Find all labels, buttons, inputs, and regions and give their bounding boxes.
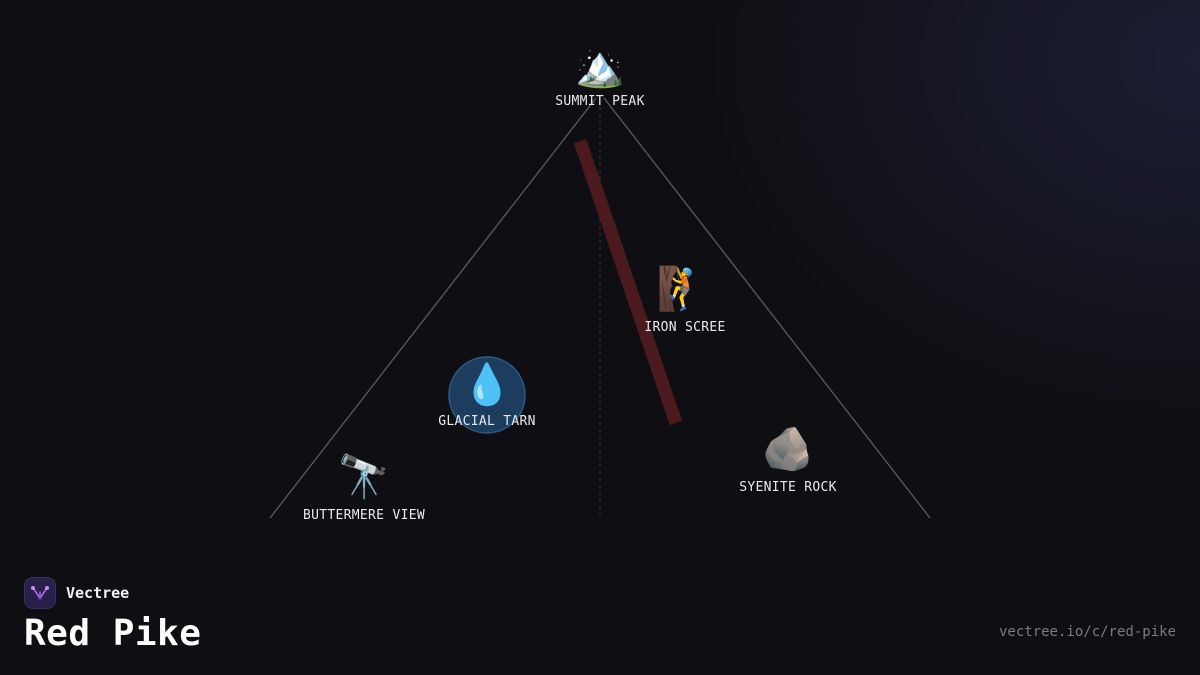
node-syenite-rock[interactable]: 🪨 SYENITE ROCK xyxy=(739,424,837,495)
water-droplet-icon: 💧 xyxy=(462,361,512,408)
route-band xyxy=(573,138,683,426)
brand[interactable]: Vectree xyxy=(24,577,129,609)
right-slope-line xyxy=(603,97,931,519)
snow-capped-mountain-icon: 🏔️ xyxy=(575,44,625,90)
node-label-summit-peak: SUMMIT PEAK xyxy=(555,94,644,109)
node-label-glacial-tarn: GLACIAL TARN xyxy=(438,414,536,429)
highlight-ring xyxy=(448,356,526,434)
node-label-buttermere-view: BUTTERMERE VIEW xyxy=(303,508,425,523)
node-buttermere-view[interactable]: 🔭 BUTTERMERE VIEW xyxy=(303,452,425,523)
telescope-icon: 🔭 xyxy=(338,452,390,501)
node-iron-scree[interactable]: 🧗 IRON SCREE xyxy=(644,264,725,335)
node-label-iron-scree: IRON SCREE xyxy=(644,320,725,335)
page-url[interactable]: vectree.io/c/red-pike xyxy=(998,624,1176,640)
node-glacial-tarn[interactable]: 💧 GLACIAL TARN xyxy=(438,356,536,434)
rock-icon: 🪨 xyxy=(762,424,814,473)
vector-branch-icon xyxy=(24,577,56,609)
brand-name: Vectree xyxy=(66,584,130,602)
climber-icon: 🧗 xyxy=(657,264,709,313)
page-title: Red Pike xyxy=(24,613,202,654)
left-slope-line xyxy=(269,97,597,519)
node-label-syenite-rock: SYENITE ROCK xyxy=(739,480,837,495)
node-summit-peak[interactable]: 🏔️ SUMMIT PEAK xyxy=(555,44,644,109)
